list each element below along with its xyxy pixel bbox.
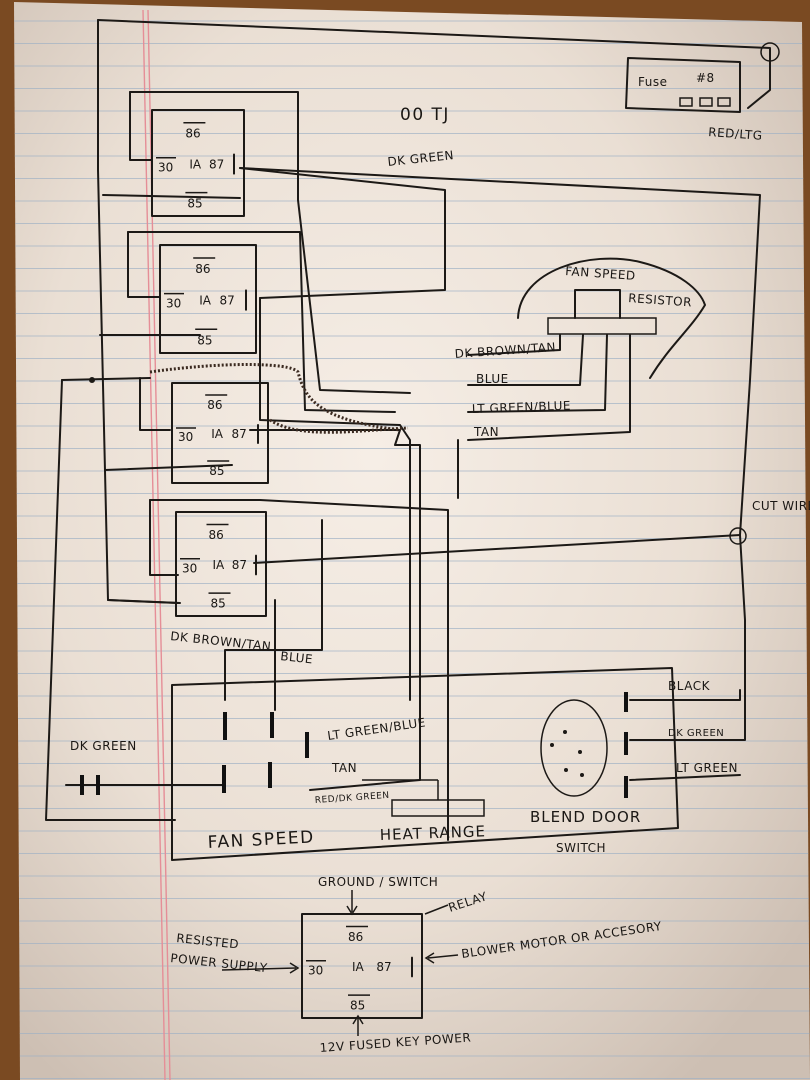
relay-outline (159, 244, 257, 354)
relay-terminal-ia: IA (189, 157, 202, 171)
relay-5: 86 30 IA 87 85 (301, 913, 423, 1019)
relay-terminal-85: 85 (350, 999, 365, 1013)
relay-terminal-87: 87 (232, 427, 247, 441)
legend-arrows (221, 890, 459, 1036)
fuse-wire-label: RED/LTG (708, 125, 763, 143)
lower-label-lt-green-right: LT GREEN (676, 761, 738, 775)
relay-terminal-30: 30 (308, 963, 323, 977)
switch-terminals (80, 692, 628, 798)
relay-3: 86 30 IA 87 85 (171, 382, 269, 484)
relay-terminal-ia: IA (199, 293, 212, 307)
legend-ground-switch: GROUND / SWITCH (318, 875, 438, 889)
margin-line (142, 9, 166, 1080)
relay-terminal-86: 86 (185, 127, 200, 141)
relay-outline (301, 913, 423, 1019)
wire-label-tan: TAN (473, 425, 499, 439)
diagram-title: 00 TJ (400, 105, 450, 125)
wire-label-cut: CUT WIRE (752, 499, 810, 513)
relay-outline (171, 382, 269, 484)
relay-terminal-86: 86 (348, 930, 363, 944)
relay-terminal-86: 86 (207, 398, 222, 412)
wire-label-blue: BLUE (476, 372, 509, 386)
relay-terminal-30: 30 (158, 160, 173, 174)
relay-terminal-30: 30 (178, 430, 193, 444)
fuse-label: Fuse (638, 75, 668, 89)
lower-label-tan: TAN (331, 761, 357, 775)
lower-label-black: BLACK (668, 679, 711, 693)
relay-terminal-86: 86 (195, 262, 210, 276)
relay-terminal-87: 87 (220, 293, 235, 307)
fuse-number: #8 (696, 71, 715, 85)
relay-terminal-85: 85 (209, 464, 224, 478)
relay-terminal-30: 30 (166, 297, 181, 311)
relay-terminal-ia: IA (213, 558, 226, 572)
wire-label-lt-green-blue: LT GREEN/BLUE (472, 399, 572, 416)
resistor-label-line1: FAN SPEED (565, 264, 636, 283)
wire-label-dk-green: DK GREEN (387, 148, 455, 169)
relay-2: 86 30 IA 87 85 (159, 244, 257, 354)
relay-terminal-86: 86 (209, 528, 224, 542)
relay-terminal-85: 85 (197, 333, 212, 347)
switch-label-blend-door: BLEND DOOR (530, 808, 641, 826)
lower-label-dk-green-left: DK GREEN (70, 739, 137, 753)
resistor-label-line2: RESISTOR (628, 291, 693, 309)
relay-4: 86 30 IA 87 85 (175, 511, 267, 617)
relay-terminal-87: 87 (232, 558, 247, 572)
lower-label-dk-green-right: DK GREEN (668, 728, 724, 739)
wiring-lines (45, 19, 780, 861)
relay-terminal-ia: IA (352, 960, 365, 974)
relay-outline (151, 109, 245, 217)
legend-resisted-line1: RESISTED (176, 931, 240, 951)
ruled-lines (14, 2, 810, 1080)
relay-terminal-85: 85 (187, 197, 202, 211)
relay-1: 86 30 IA 87 85 (151, 109, 245, 217)
relay-terminal-87: 87 (209, 157, 224, 171)
lower-label-blue: BLUE (280, 649, 314, 666)
relay-terminal-85: 85 (211, 597, 226, 611)
switch-label-switch: SWITCH (556, 841, 606, 855)
relay-terminal-ia: IA (211, 427, 224, 441)
relay-terminal-87: 87 (376, 960, 391, 974)
switch-label-heat-range: HEAT RANGE (380, 822, 487, 844)
relay-terminal-30: 30 (182, 561, 197, 575)
relay-outline (175, 511, 267, 617)
